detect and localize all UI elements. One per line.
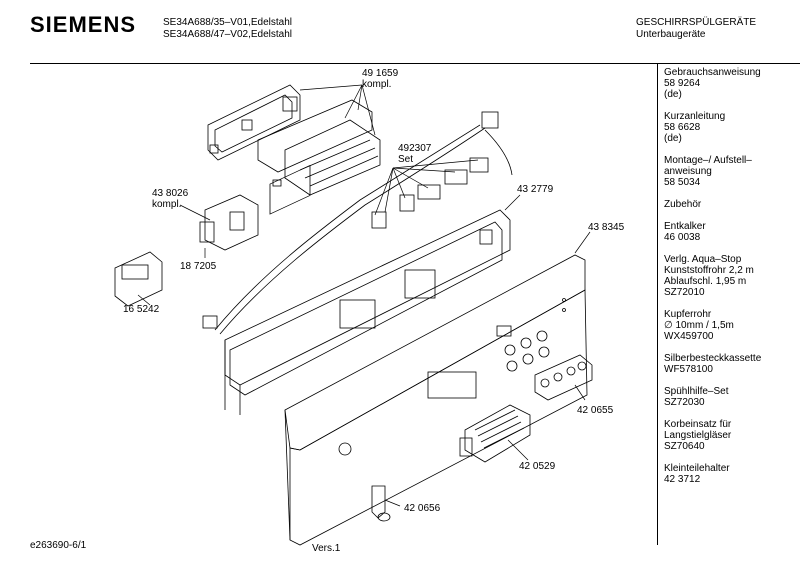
control-board-part xyxy=(207,84,381,196)
version-label: Vers.1 xyxy=(312,543,341,554)
part-note: kompl. xyxy=(152,199,182,210)
part-number: 492307 xyxy=(398,143,432,154)
category-subtitle: Unterbaugeräte xyxy=(636,29,706,40)
entry-line: 46 0038 xyxy=(664,232,701,243)
model-list: SE34A688/35–V01,Edelstahl SE34A688/47–V0… xyxy=(163,17,292,41)
part-number: 43 8026 xyxy=(152,188,189,199)
front-fascia-part xyxy=(284,254,588,546)
part-label-420529: 42 0529 xyxy=(519,461,556,472)
entry-line: SZ72010 xyxy=(664,287,705,298)
entry-line: WF578100 xyxy=(664,364,713,375)
entry-line: Kupferrohr xyxy=(664,309,712,320)
sidebar-entry: Zubehör xyxy=(664,199,800,210)
model-line: SE34A688/35–V01,Edelstahl xyxy=(163,17,292,28)
sidebar-entry: Korbeinsatz für Langstielgläser SZ70640 xyxy=(664,419,800,452)
panel-frame-part xyxy=(224,164,511,415)
category-block: GESCHIRRSPÜLGERÄTE Unterbaugeräte xyxy=(636,17,756,41)
entry-line: Spühlhilfe–Set xyxy=(664,386,729,397)
entry-line: (de) xyxy=(664,133,682,144)
entry-line: WX459700 xyxy=(664,331,714,342)
model-line: SE34A688/47–V02,Edelstahl xyxy=(163,29,292,40)
sidebar-entry: Montage–/ Aufstell– anweisung 58 5034 xyxy=(664,155,800,188)
sidebar-entry: Gebrauchsanweisung 58 9264 (de) xyxy=(664,67,800,100)
sidebar-entry: Verlg. Aqua–Stop Kunststoffrohr 2,2 m Ab… xyxy=(664,254,800,298)
entry-line: 58 5034 xyxy=(664,177,701,188)
button-strip-part xyxy=(534,354,593,401)
category-title: GESCHIRRSPÜLGERÄTE xyxy=(636,17,757,28)
leader-lines xyxy=(137,84,591,507)
entry-line: 58 9264 xyxy=(664,78,701,89)
entry-line: anweisung xyxy=(664,166,712,177)
sidebar-entry: Kurzanleitung 58 6628 (de) xyxy=(664,111,800,144)
entry-line: Kunststoffrohr 2,2 m xyxy=(664,265,754,276)
part-note: Set xyxy=(398,154,414,165)
entry-line: Gebrauchsanweisung xyxy=(664,67,761,78)
part-label-187205: 18 7205 xyxy=(180,261,217,272)
dispenser-part xyxy=(459,404,531,463)
part-label-432779: 43 2779 xyxy=(517,184,554,195)
connector-part xyxy=(114,251,163,307)
part-label-438345: 43 8345 xyxy=(588,222,625,233)
document-id: e263690-6/1 xyxy=(30,540,87,551)
relay-part xyxy=(199,194,259,251)
entry-line: ∅ 10mm / 1,5m xyxy=(664,320,734,331)
sidebar-entry: Kleinteilehalter 42 3712 xyxy=(664,463,800,485)
entry-line: 42 3712 xyxy=(664,474,701,485)
part-label-492307: 492307 Set xyxy=(398,143,431,165)
sidebar-entry: Kupferrohr ∅ 10mm / 1,5m WX459700 xyxy=(664,309,800,342)
sidebar-entry: Spühlhilfe–Set SZ72030 xyxy=(664,386,800,408)
part-note: kompl. xyxy=(362,79,392,90)
entry-line: Kurzanleitung xyxy=(664,111,726,122)
part-label-491659: 49 1659 kompl. xyxy=(362,68,398,90)
entry-line: 58 6628 xyxy=(664,122,701,133)
entry-line: Langstielgläser xyxy=(664,430,732,441)
brand-logo: SIEMENS xyxy=(30,12,137,37)
entry-line: Silberbesteckkassette xyxy=(664,353,762,364)
entry-line: Korbeinsatz für xyxy=(664,419,732,430)
sidebar-entry: Silberbesteckkassette WF578100 xyxy=(664,353,800,375)
entry-line: Kleinteilehalter xyxy=(664,463,730,474)
part-label-438026: 43 8026 kompl. xyxy=(152,188,188,210)
part-label-165242: 16 5242 xyxy=(123,304,160,315)
entry-line: Verlg. Aqua–Stop xyxy=(664,254,742,265)
entry-line: Montage–/ Aufstell– xyxy=(664,155,752,166)
part-number: 49 1659 xyxy=(362,68,399,79)
entry-line: Ablaufschl. 1,95 m xyxy=(664,276,747,287)
entry-line: (de) xyxy=(664,89,682,100)
entry-line: SZ72030 xyxy=(664,397,705,408)
sidebar-entry: Entkalker 46 0038 xyxy=(664,221,800,243)
lever-part xyxy=(371,485,391,522)
part-label-420656: 42 0656 xyxy=(404,503,441,514)
cable-set-part xyxy=(202,111,513,335)
accessory-sidebar: Gebrauchsanweisung 58 9264 (de) Kurzanle… xyxy=(664,67,800,496)
entry-line: SZ70640 xyxy=(664,441,705,452)
entry-line: Entkalker xyxy=(664,221,706,232)
entry-line: Zubehör xyxy=(664,199,702,210)
part-label-420655: 42 0655 xyxy=(577,405,614,416)
